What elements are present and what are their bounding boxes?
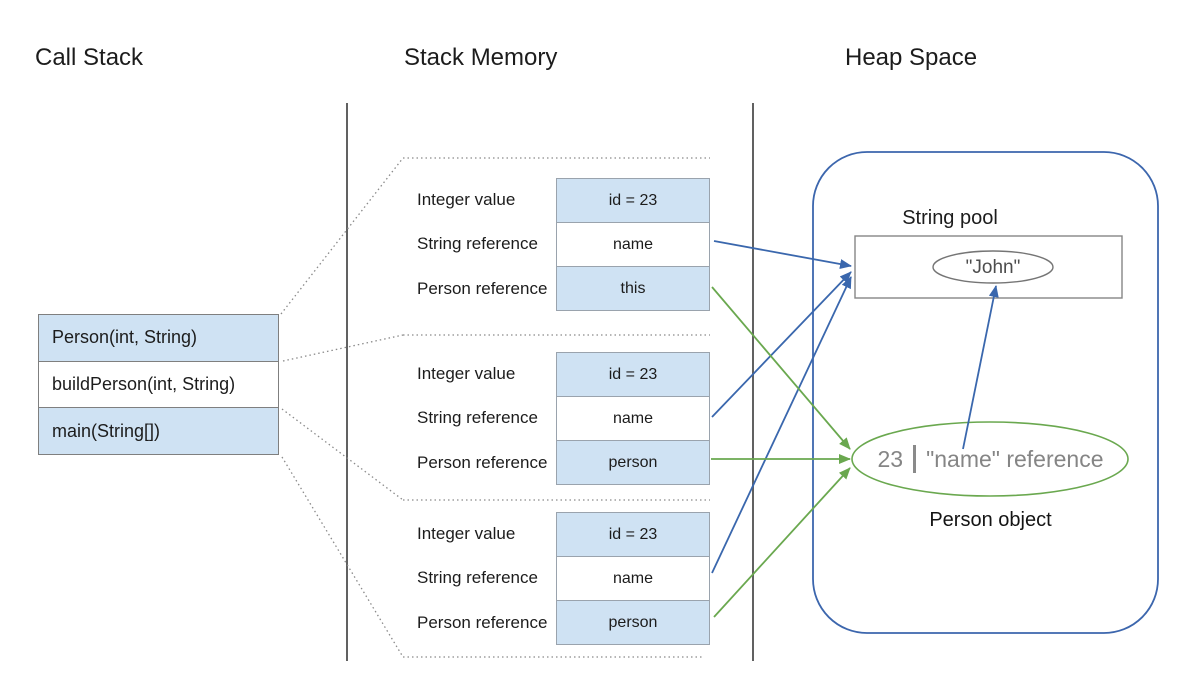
frame2-integer-label: Integer value	[417, 364, 516, 384]
person-name-reference-value: "name" reference	[926, 445, 1104, 472]
stack-memory-header: Stack Memory	[404, 44, 558, 71]
frame3-person-cell: person	[557, 600, 709, 644]
frame3-person-label: Person reference	[417, 612, 548, 632]
frame2-name-cell: name	[557, 396, 709, 440]
frame2-person-label: Person reference	[417, 452, 548, 472]
frame3-cells: id = 23 name person	[556, 512, 710, 645]
frame1-this-to-person-object-arrow	[711, 286, 851, 450]
string-pool-label: String pool	[902, 207, 998, 229]
frame1-string-label: String reference	[417, 234, 538, 254]
heap-space-container	[812, 151, 1159, 634]
frame1-name-cell: name	[557, 222, 709, 266]
frame1-this-cell: this	[557, 266, 709, 310]
frame1-integer-label: Integer value	[417, 190, 516, 210]
person-object-label: Person object	[929, 509, 1052, 531]
dotted-connector-row2-row3	[281, 408, 404, 501]
call-stack-frame-person: Person(int, String)	[39, 315, 278, 361]
frame1-name-to-string-pool-arrow	[713, 240, 852, 269]
call-stack-header: Call Stack	[35, 44, 144, 71]
dotted-connector-row1-top	[280, 157, 404, 315]
frame1-person-label: Person reference	[417, 278, 548, 298]
frame2-cells: id = 23 name person	[556, 352, 710, 485]
frame2-id-cell: id = 23	[557, 353, 709, 396]
frame2-labels: Integer value String reference Person re…	[417, 352, 557, 485]
frame3-labels: Integer value String reference Person re…	[417, 512, 557, 645]
frame2-string-label: String reference	[417, 408, 538, 428]
frame2-name-to-string-pool-arrow	[711, 271, 852, 418]
frame3-person-to-person-object-arrow	[713, 467, 851, 618]
frame3-id-cell: id = 23	[557, 513, 709, 556]
frame1-cells: id = 23 name this	[556, 178, 710, 311]
person-object-fields: 23 "name" reference	[853, 443, 1128, 475]
person-field-divider	[913, 445, 917, 473]
dotted-connector-row3-bottom	[281, 456, 404, 658]
frame3-name-to-string-pool-arrow	[711, 276, 852, 574]
call-stack-box: Person(int, String) buildPerson(int, Str…	[38, 314, 279, 455]
john-string-ellipse	[932, 250, 1054, 284]
call-stack-frame-buildperson: buildPerson(int, String)	[39, 360, 278, 408]
heap-space-header: Heap Space	[845, 44, 978, 71]
person-name-field-to-john-arrow	[962, 285, 999, 450]
dotted-connector-row1-row2	[282, 334, 404, 362]
frame3-integer-label: Integer value	[417, 524, 516, 544]
person-id-value: 23	[877, 445, 904, 472]
call-stack-frame-main: main(String[])	[39, 407, 278, 455]
frame1-id-cell: id = 23	[557, 179, 709, 222]
person-object-ellipse	[851, 421, 1129, 497]
frame2-person-cell: person	[557, 440, 709, 484]
frame3-string-label: String reference	[417, 568, 538, 588]
frame3-name-cell: name	[557, 556, 709, 600]
frame1-labels: Integer value String reference Person re…	[417, 178, 557, 311]
john-string-value: "John"	[965, 257, 1021, 278]
